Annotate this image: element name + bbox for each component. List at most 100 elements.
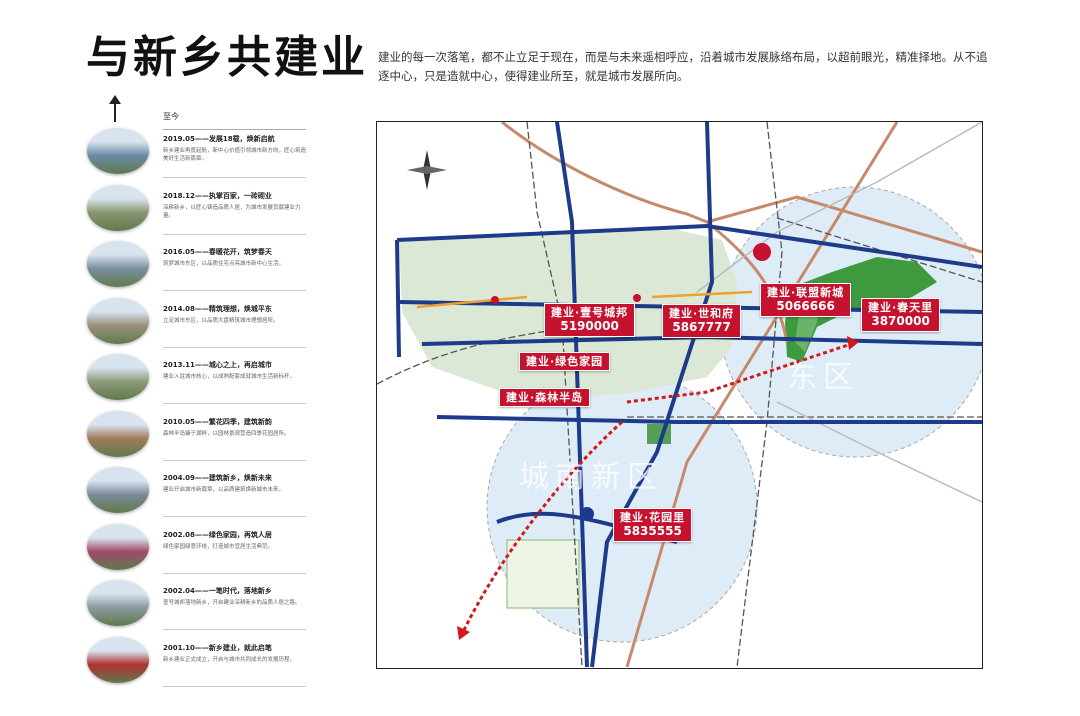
project-label-6: 建业·森林半岛 [499, 388, 591, 408]
city-map: 城南新区 东区 建业·壹号城邦 5190000 建业·世和府 5867777 建… [376, 121, 983, 669]
timeline-desc: 建业开启城市新篇章，以品质建筑焕新城市未来。 [163, 487, 285, 493]
project-price: 5190000 [560, 319, 619, 334]
south-growth-arrowhead [457, 626, 470, 640]
timeline-divider [163, 403, 306, 404]
station-icon [491, 296, 499, 304]
project-name: 建业·森林半岛 [506, 391, 584, 404]
timeline-photo [87, 184, 149, 231]
project-label-4: 建业·春天里 3870000 [861, 298, 941, 332]
timeline-date: 2016.05——春暖花开，筑梦春天 [163, 248, 272, 256]
timeline-item: 2004.09——建筑新乡，焕新未来建业开启城市新篇章，以品质建筑焕新城市未来。 [85, 467, 315, 519]
map-canvas: 城南新区 东区 [377, 122, 982, 668]
timeline-divider [163, 290, 306, 291]
project-price: 3870000 [871, 314, 930, 329]
timeline-date: 2019.05——发展18载，焕新启航 [163, 135, 275, 143]
project-label-5: 建业·绿色家园 [519, 352, 611, 372]
timeline-divider [163, 459, 306, 461]
project-price: 5835555 [623, 524, 682, 539]
timeline-photo [87, 354, 149, 400]
timeline-date: 2010.05——繁花四季，建筑新韵 [163, 417, 272, 426]
timeline-photo [87, 410, 149, 457]
timeline-divider [163, 233, 306, 235]
project-price: 5867777 [672, 320, 731, 335]
timeline-divider [163, 346, 306, 348]
page-title: 与新乡共建业 [86, 32, 368, 83]
road-vertical-2 [590, 122, 715, 668]
project-name: 建业·春天里 [868, 301, 934, 314]
timeline-date: 2002.08——绿色家园，再筑人居 [163, 530, 272, 539]
timeline-item: 2014.08——精筑理想，焕城平东立足城市东区，以品质大盘精筑城市理想居所。 [85, 297, 315, 350]
timeline-divider [163, 572, 306, 574]
timeline-item: 2016.05——春暖花开，筑梦春天筑梦城市东区，以品质住宅点亮城市新中心生活。 [85, 241, 315, 293]
project-name: 建业·花园里 [620, 511, 686, 524]
railway-ne [776, 217, 982, 283]
project-name: 建业·壹号城邦 [551, 306, 629, 319]
east-district-label: 东区 [787, 360, 859, 395]
timeline-desc: 建业入驻城市核心，以成熟配套成就城市生活新标杆。 [163, 374, 296, 380]
timeline-desc: 绿色家园绿意环绕，打造城市宜居生活典范。 [163, 543, 274, 550]
timeline-present-label: 至今 [163, 112, 179, 121]
timeline-divider [163, 685, 306, 687]
rail-line-1 [501, 122, 708, 224]
east-growth-arrowhead [847, 336, 859, 350]
south-growth-arrow [460, 420, 623, 635]
timeline-item: 2002.08——绿色家园，再筑人居绿色家园绿意环绕，打造城市宜居生活典范。 [85, 523, 315, 576]
interchange-icon [580, 507, 594, 521]
project-price: 5066666 [776, 299, 835, 314]
timeline-item: 2018.12——执掌百家，一砖砌业深耕新乡，以匠心铸造品质人居，为城市发展贡献… [85, 184, 315, 237]
compass-icon [407, 150, 447, 190]
eco-industry-park [506, 539, 580, 609]
timeline-item: 2013.11——城心之上，再启城市建业入驻城市核心，以成熟配套成就城市生活新标… [85, 354, 315, 406]
rail-line-3 [706, 220, 789, 343]
rail-line-4 [625, 122, 899, 668]
project-name: 建业·绿色家园 [526, 355, 604, 368]
timeline-divider [163, 177, 306, 178]
timeline-desc: 壹号城邦落地新乡，开启建业深耕新乡的品质人居之路。 [163, 600, 301, 606]
intro-paragraph: 建业的每一次落笔，都不止立足于现在，而是与未来遥相呼应，沿着城市发展脉络布局，以… [378, 50, 988, 83]
railway-south [526, 122, 583, 668]
south-district-label: 城南新区 [519, 460, 663, 495]
timeline-item: 2001.10——新乡建业，就此启笔新乡建业正式成立，开启与城市共同成长的发展历… [85, 636, 315, 689]
east-growth-arrow [626, 340, 858, 404]
timeline-desc: 森林半岛臻于湖畔，以园林景观营造四季花园居所。 [163, 430, 290, 437]
timeline-item: 2002.04——一笔时代，落地新乡壹号城邦落地新乡，开启建业深耕新乡的品质人居… [85, 580, 315, 632]
project-label-1: 建业·壹号城邦 5190000 [544, 303, 636, 337]
timeline-photo [87, 523, 149, 570]
timeline-date: 2001.10——新乡建业，就此启笔 [163, 643, 272, 652]
timeline-date: 2002.04——一笔时代，落地新乡 [163, 587, 272, 595]
road-north [396, 223, 982, 269]
highway-ne [696, 122, 982, 293]
timeline-divider [163, 516, 306, 517]
project-label-3: 建业·联盟新城 5066666 [760, 283, 852, 317]
road-yellow-2 [651, 290, 753, 299]
timeline-arrow-icon [109, 95, 121, 122]
timeline-desc: 新乡建业正式成立，开启与城市共同成长的发展历程。 [163, 656, 296, 663]
timeline-desc: 新乡建业再度起航，新中心价值引领城市新方向，匠心筑造美好生活新篇章。 [163, 148, 307, 162]
highway-se [776, 401, 982, 503]
timeline-photo [87, 467, 149, 513]
project-name: 建业·联盟新城 [767, 286, 845, 299]
timeline-date: 2018.12——执掌百家，一砖砌业 [163, 191, 272, 200]
timeline-date: 2013.11——城心之上，再启城市 [163, 361, 272, 369]
timeline-photo [87, 297, 149, 344]
timeline-date: 2004.09——建筑新乡，焕新未来 [163, 474, 272, 482]
road-south [436, 415, 982, 424]
landmark-pin-icon [753, 243, 771, 261]
timeline-item: 2010.05——繁花四季，建筑新韵森林半岛臻于湖畔，以园林景观营造四季花园居所… [85, 410, 315, 463]
station-icon-2 [633, 294, 641, 302]
project-name: 建业·世和府 [669, 307, 735, 320]
project-label-7: 建业·花园里 5835555 [613, 508, 693, 542]
road-yellow [416, 295, 528, 309]
timeline-divider [163, 629, 306, 630]
timeline-photo [87, 580, 149, 626]
rail-line-2 [706, 195, 982, 254]
timeline-date: 2014.08——精筑理想，焕城平东 [163, 304, 272, 313]
road-west [395, 239, 401, 358]
timeline-photo [87, 128, 149, 174]
timeline-item: 2019.05——发展18载，焕新启航新乡建业再度起航，新中心价值引领城市新方向… [85, 128, 315, 180]
timeline-desc: 深耕新乡，以匠心铸造品质人居，为城市发展贡献建业力量。 [163, 204, 301, 219]
timeline-photo [87, 241, 149, 287]
timeline-divider [163, 129, 306, 130]
timeline-desc: 筑梦城市东区，以品质住宅点亮城市新中心生活。 [163, 261, 285, 267]
timeline-photo [87, 636, 149, 683]
